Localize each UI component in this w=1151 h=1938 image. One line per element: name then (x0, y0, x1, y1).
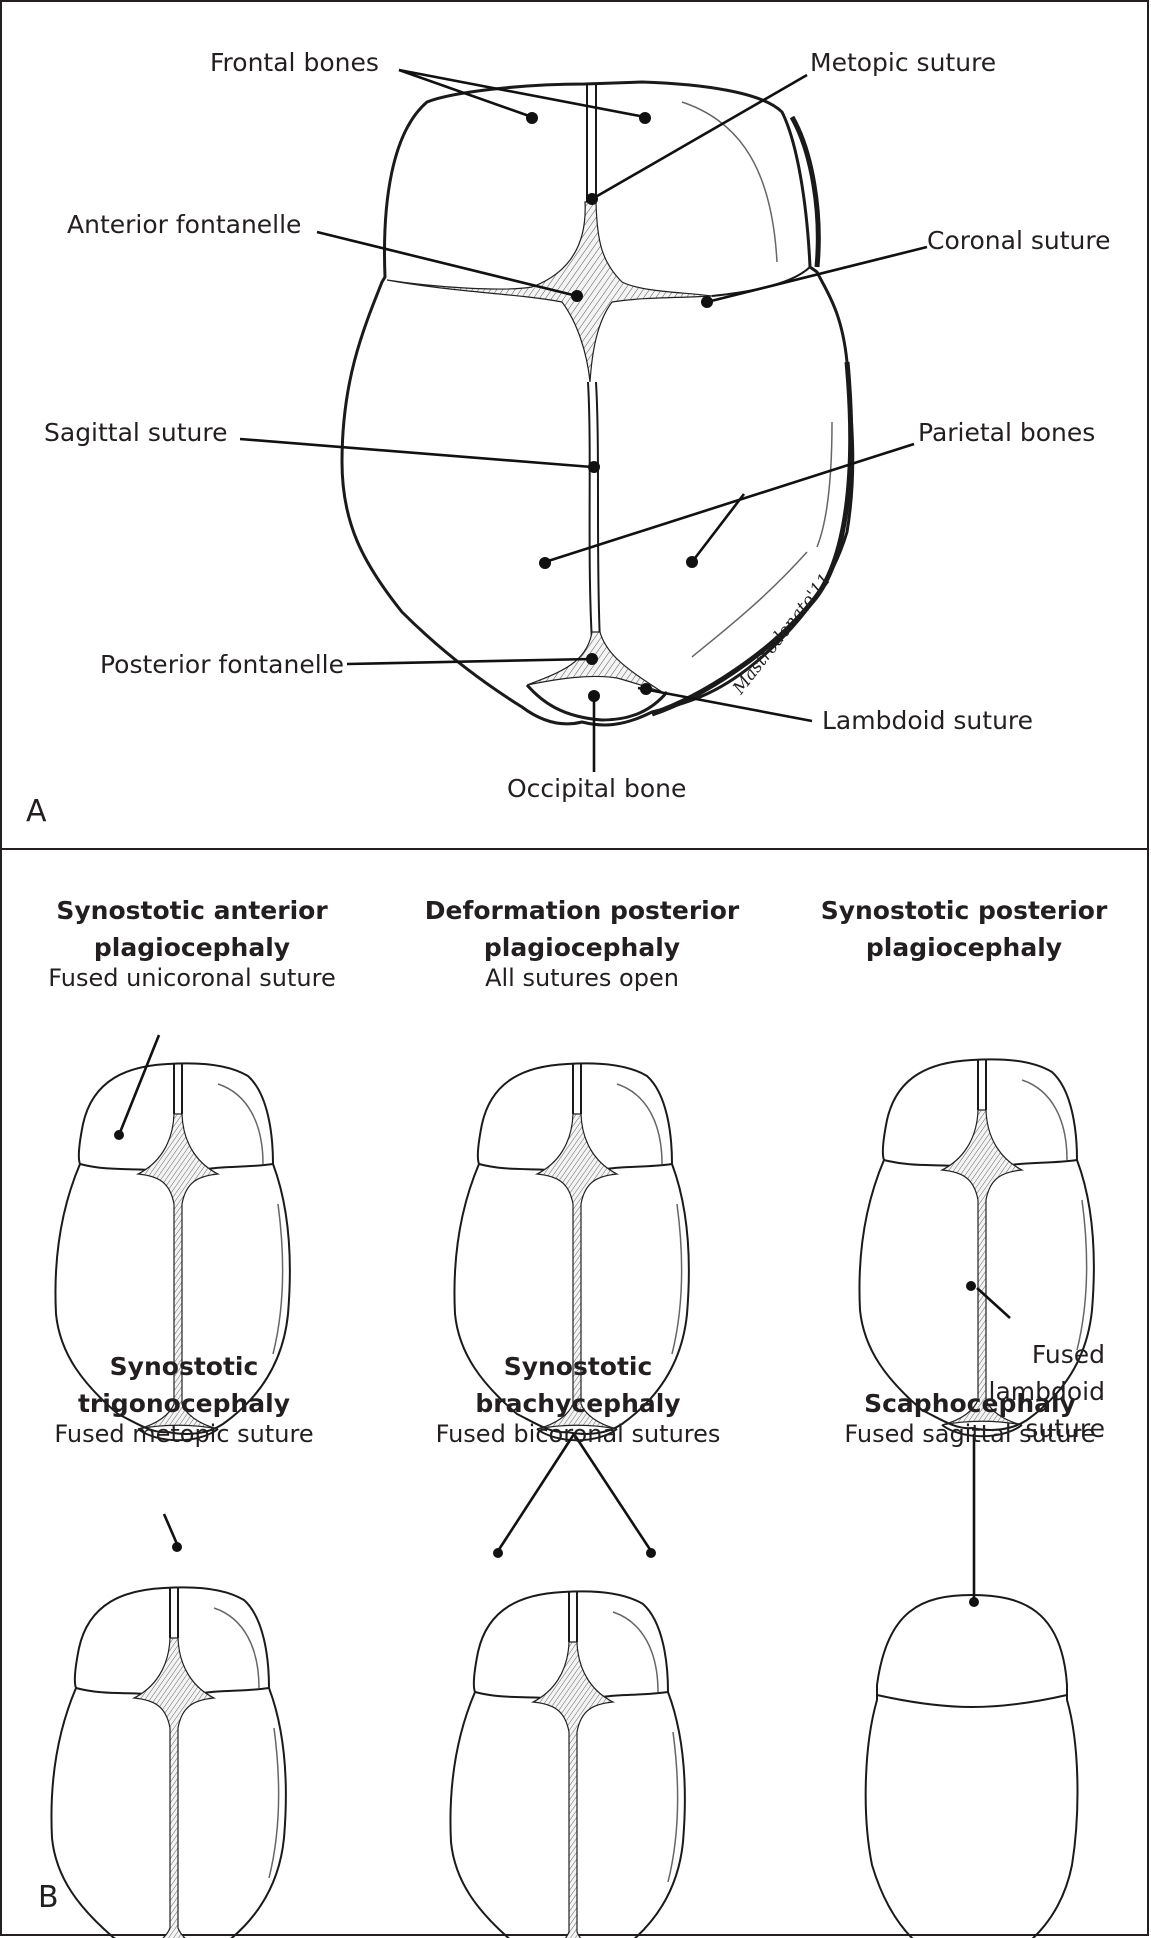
sagittal-suture-line (587, 381, 601, 643)
coronal-suture-line (711, 266, 811, 297)
occipital-bone-shape (525, 684, 669, 722)
label-anterior-fontanelle: Anterior fontanelle (67, 210, 302, 239)
skull-outline-thick (651, 115, 854, 717)
label-metopic-suture: Metopic suture (810, 48, 997, 77)
panel-b-leader-lines (117, 1034, 1011, 1600)
metopic-suture-line (586, 84, 597, 202)
condition-subtitle-5: Fused sagittal suture (844, 1420, 1096, 1448)
label-parietal-bones: Parietal bones (918, 418, 1096, 447)
condition-subtitle-4: Fused bicoronal sutures (435, 1420, 721, 1448)
panel-b-skull-shapes: Synostotic anterior plagiocephaly Fused … (0, 848, 1149, 1938)
condition-subtitle-1: All sutures open (485, 964, 679, 992)
leader-dots (526, 112, 713, 702)
anterior-fontanelle-shape (386, 201, 713, 383)
condition-title-0: Synostotic anterior plagiocephaly (56, 896, 328, 962)
condition-subtitle-0: Fused unicoronal suture (48, 964, 336, 992)
panel-a-normal-skull: Frontal bones Metopic suture Anterior fo… (0, 0, 1149, 850)
label-posterior-fontanelle: Posterior fontanelle (100, 650, 344, 679)
condition-title-5: Scaphocephaly (864, 1389, 1076, 1418)
skull-synostotic-trigonocephaly (50, 1586, 287, 1938)
note-fused-lambdoid-suture: Fused lambdoid suture (988, 1340, 1105, 1443)
skull-highlight (681, 101, 833, 658)
skull-scaphocephaly (864, 1593, 1079, 1938)
condition-subtitle-3: Fused metopic suture (54, 1420, 314, 1448)
condition-title-1: Deformation posterior plagiocephaly (424, 896, 740, 962)
condition-title-3: Synostotic trigonocephaly (77, 1352, 291, 1418)
normal-skull-illustration (239, 68, 928, 772)
condition-title-4: Synostotic brachycephaly (475, 1352, 681, 1418)
skull-outline (340, 80, 855, 727)
panel-letter-b: B (38, 1880, 59, 1915)
skull-variants-illustration (50, 1034, 1095, 1938)
leader-lines (239, 68, 928, 772)
label-lambdoid-suture: Lambdoid suture (822, 706, 1034, 735)
skull-synostotic-brachycephaly (449, 1590, 686, 1938)
condition-title-2: Synostotic posterior plagiocephaly (820, 896, 1108, 962)
label-frontal-bones: Frontal bones (210, 48, 379, 77)
panel-letter-a: A (26, 794, 47, 829)
label-coronal-suture: Coronal suture (927, 226, 1111, 255)
panel-b-leader-dots (114, 1130, 979, 1607)
label-occipital-bone: Occipital bone (507, 774, 687, 803)
label-sagittal-suture: Sagittal suture (44, 418, 228, 447)
